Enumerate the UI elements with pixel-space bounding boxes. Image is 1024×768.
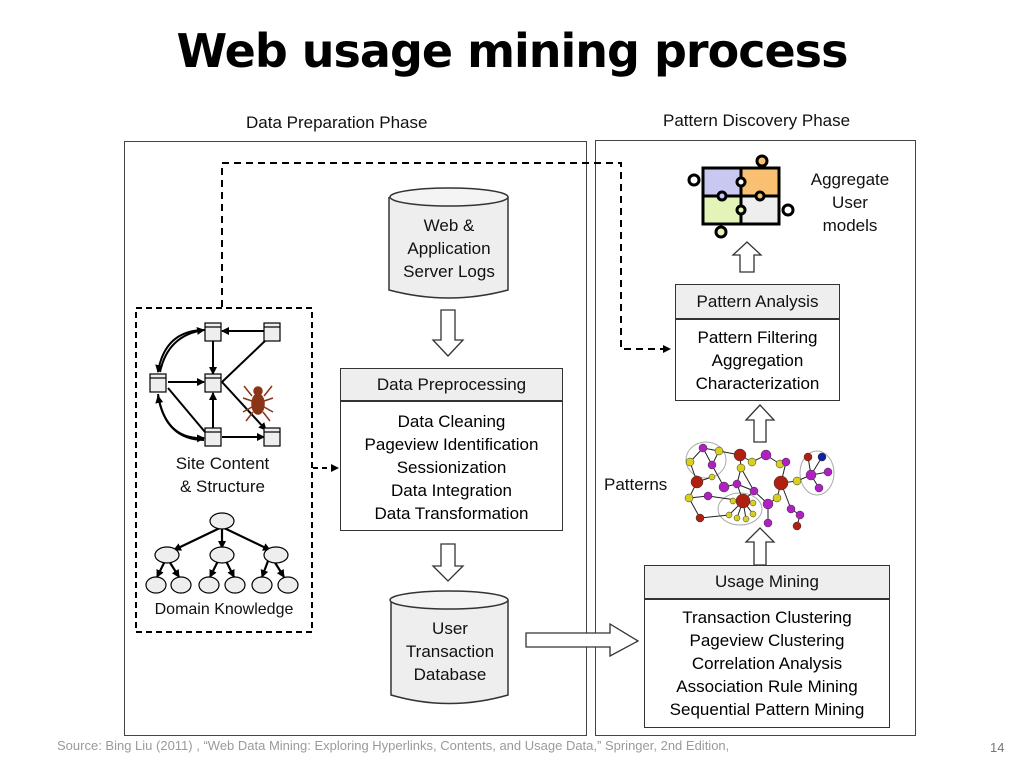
page-node-icons	[149, 322, 281, 447]
network-node	[805, 469, 817, 481]
network-node	[736, 463, 746, 473]
slide-title: Web usage mining process	[176, 24, 849, 78]
network-node	[772, 493, 782, 503]
pattern-analysis-item: Aggregation	[711, 351, 804, 370]
down-arrow-to-preprocessing	[431, 309, 465, 357]
pattern-analysis-item: Characterization	[695, 374, 820, 393]
network-node	[763, 518, 773, 528]
network-node	[786, 504, 796, 514]
network-node	[718, 481, 730, 493]
network-node	[817, 452, 827, 462]
aggregate-line-3: models	[822, 216, 878, 235]
right-arrow-to-usage-mining	[525, 622, 640, 658]
site-content-label: Site Content & Structure	[150, 452, 295, 498]
network-node	[749, 486, 759, 496]
cluster-outline	[799, 450, 835, 496]
web-logs-line-1: Web &	[423, 216, 475, 235]
usage-mining-item: Pageview Clustering	[689, 631, 845, 650]
network-node	[707, 460, 717, 470]
network-node	[795, 510, 805, 520]
data-preprocessing-body: Data Cleaning Pageview Identification Se…	[340, 401, 563, 531]
network-node	[823, 467, 833, 477]
site-content-line-1: Site Content	[175, 454, 270, 473]
network-node	[733, 514, 741, 522]
web-logs-line-2: Application	[407, 239, 491, 258]
aggregate-line-2: User	[832, 193, 868, 212]
pattern-discovery-phase-label: Pattern Discovery Phase	[663, 111, 851, 130]
web-logs-label: Web & Application Server Logs	[389, 214, 509, 283]
network-node	[762, 498, 774, 510]
preprocessing-item: Data Cleaning	[397, 412, 506, 431]
network-node	[749, 499, 757, 507]
usage-mining-item: Transaction Clustering	[682, 608, 852, 627]
patterns-network-icon	[684, 441, 835, 531]
network-node	[792, 476, 802, 486]
data-preparation-phase-label: Data Preparation Phase	[246, 113, 428, 132]
network-node	[714, 446, 724, 456]
patterns-label: Patterns	[604, 475, 668, 494]
cluster-outline	[685, 441, 727, 479]
network-node	[685, 457, 695, 467]
web-logs-database-icon	[388, 187, 509, 299]
usage-mining-item: Correlation Analysis	[691, 654, 843, 673]
network-node	[708, 473, 716, 481]
transaction-db-line-1: User	[432, 619, 468, 638]
usage-mining-body: Transaction Clustering Pageview Clusteri…	[644, 599, 890, 728]
network-link	[740, 467, 755, 492]
network-node	[684, 493, 694, 503]
network-node	[698, 443, 708, 453]
site-structure-graph-icon	[155, 327, 267, 443]
network-node	[747, 457, 757, 467]
pattern-analysis-item: Pattern Filtering	[697, 328, 818, 347]
preprocessing-item: Sessionization	[396, 458, 507, 477]
up-arrow-to-patterns	[744, 527, 776, 566]
aggregate-user-models-label: Aggregate User models	[800, 168, 900, 237]
aggregate-line-1: Aggregate	[810, 170, 890, 189]
network-node	[803, 452, 813, 462]
up-arrow-to-pattern-analysis	[744, 404, 776, 443]
up-arrow-to-user-models	[731, 241, 763, 273]
spider-crawler-icon	[242, 385, 274, 422]
usage-mining-header: Usage Mining	[644, 565, 890, 599]
network-node	[749, 510, 757, 518]
network-node	[729, 497, 737, 505]
network-node	[735, 493, 751, 509]
data-preprocessing-header: Data Preprocessing	[340, 368, 563, 401]
usage-mining-item: Sequential Pattern Mining	[669, 700, 865, 719]
network-node	[690, 475, 704, 489]
source-citation: Source: Bing Liu (2011) , “Web Data Mini…	[57, 738, 730, 753]
network-node	[725, 511, 733, 519]
network-node	[695, 513, 705, 523]
network-node	[781, 457, 791, 467]
network-node	[792, 521, 802, 531]
preprocessing-item: Pageview Identification	[364, 435, 539, 454]
puzzle-user-models-icon	[687, 154, 795, 239]
network-node	[733, 448, 747, 462]
site-content-line-2: & Structure	[179, 477, 266, 496]
network-link	[699, 514, 730, 519]
transaction-db-line-3: Database	[413, 665, 487, 684]
down-arrow-to-transaction-db	[431, 543, 465, 582]
user-transaction-database-icon	[389, 590, 509, 705]
web-logs-line-3: Server Logs	[403, 262, 495, 281]
network-node	[703, 491, 713, 501]
transaction-db-line-2: Transaction	[405, 642, 495, 661]
usage-mining-item: Association Rule Mining	[676, 677, 858, 696]
network-node	[773, 475, 789, 491]
pattern-analysis-header: Pattern Analysis	[675, 284, 840, 319]
network-node	[732, 479, 742, 489]
domain-knowledge-label: Domain Knowledge	[154, 601, 294, 618]
network-node	[760, 449, 772, 461]
domain-knowledge-tree-icon	[145, 512, 299, 594]
network-node	[814, 483, 824, 493]
preprocessing-item: Data Transformation	[374, 504, 529, 523]
user-transaction-db-label: User Transaction Database	[391, 617, 509, 686]
preprocessing-item: Data Integration	[391, 481, 512, 500]
network-node	[742, 515, 750, 523]
dashed-connector-to-pattern-analysis	[221, 162, 671, 353]
page-number: 14	[990, 740, 1005, 755]
pattern-analysis-body: Pattern Filtering Aggregation Characteri…	[675, 319, 840, 401]
